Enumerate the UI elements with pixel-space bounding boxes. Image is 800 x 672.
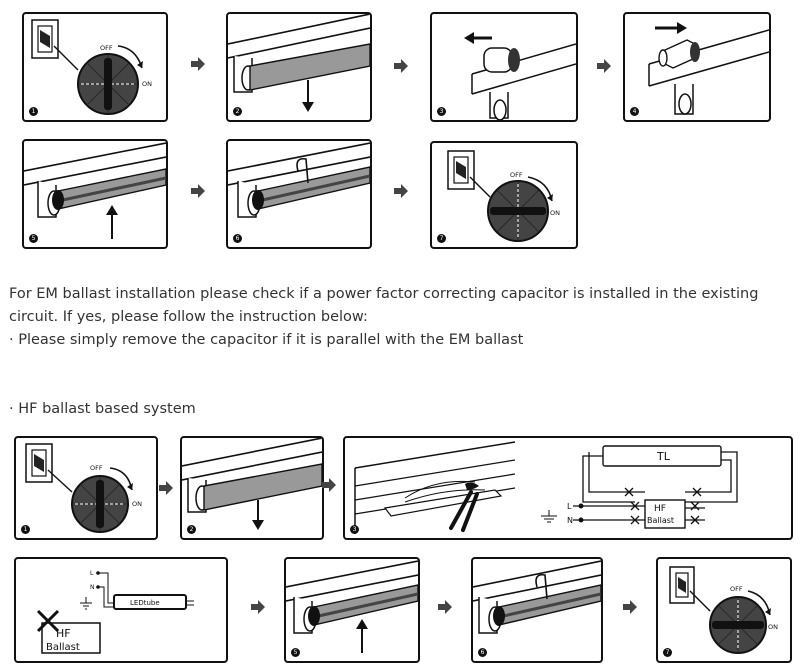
dial-off-label: OFF	[730, 585, 743, 593]
next-step-arrow-icon	[623, 600, 637, 614]
step-number: 5	[291, 648, 300, 657]
step-4-panel: 4	[623, 12, 771, 122]
insert-fuse-illustration	[648, 22, 769, 115]
step-5-panel: 5	[22, 139, 168, 249]
step-number: 5	[29, 234, 38, 243]
step-number: 6	[478, 648, 487, 657]
remove-starter-illustration	[464, 32, 576, 120]
hf-step-1-panel: OFF ON 1	[14, 436, 158, 540]
step-2-panel: 2	[226, 12, 372, 122]
ground-icon	[80, 597, 92, 610]
instruction-line-2: circuit. If yes, please follow the instr…	[9, 309, 368, 325]
hf-ballast-label-1: HF	[654, 504, 666, 514]
step-7-panel: OFF ON 7	[430, 141, 578, 249]
step-6-panel: 6	[226, 139, 372, 249]
step-number: 3	[350, 525, 359, 534]
neutral-label: N	[567, 516, 573, 525]
next-step-arrow-icon	[322, 478, 336, 492]
switch-off-illustration: OFF ON	[25, 443, 142, 533]
next-step-arrow-icon	[159, 481, 173, 495]
instruction-bullet-1: · Please simply remove the capacitor if …	[9, 332, 524, 348]
ground-icon	[541, 510, 557, 523]
hf-step-2-panel: 2	[180, 436, 324, 540]
step-number: 7	[663, 648, 672, 657]
rotate-tube-illustration	[228, 142, 370, 218]
dial-off-label: OFF	[90, 464, 103, 472]
led-wiring-illustration: L N LEDtube HF Ballast	[36, 570, 194, 654]
dial-off-label: OFF	[100, 44, 113, 52]
step-number: 7	[437, 234, 446, 243]
rotate-tube-illustration	[473, 560, 601, 634]
hf-step-6-panel: 6	[471, 557, 603, 663]
next-step-arrow-icon	[191, 57, 205, 71]
switch-on-illustration: OFF ON	[447, 150, 560, 242]
step-number: 1	[29, 107, 38, 116]
remove-tube-illustration	[182, 438, 322, 530]
next-step-arrow-icon	[251, 600, 265, 614]
step-number: 2	[187, 525, 196, 534]
step-3-panel: 3	[430, 12, 578, 122]
hf-ballast-label-2: Ballast	[647, 516, 674, 525]
step-1-panel: OFF ON 1	[22, 12, 168, 122]
hf-step-4-wiring-panel: L N LEDtube HF Ballast	[14, 557, 228, 663]
instruction-line-1: For EM ballast installation please check…	[9, 286, 759, 302]
next-step-arrow-icon	[394, 59, 408, 73]
dial-on-label: ON	[550, 209, 560, 217]
insert-led-tube-illustration	[286, 560, 418, 653]
step-number: 2	[233, 107, 242, 116]
line-label: L	[567, 502, 572, 511]
hf-step-7-panel: OFF ON 7	[656, 557, 792, 663]
next-step-arrow-icon	[597, 59, 611, 73]
dial-on-label: ON	[768, 623, 778, 631]
dial-off-label: OFF	[510, 171, 523, 179]
line-label: L	[90, 570, 94, 577]
led-tube-label: LEDtube	[130, 599, 160, 607]
hf-ballast-label-1: HF	[56, 627, 71, 640]
next-step-arrow-icon	[191, 184, 205, 198]
switch-on-illustration: OFF ON	[669, 566, 778, 654]
remove-tube-illustration	[228, 14, 370, 112]
section-heading-hf-ballast: · HF ballast based system	[9, 401, 196, 417]
next-step-arrow-icon	[394, 184, 408, 198]
step-number: 4	[630, 107, 639, 116]
step-number: 6	[233, 234, 242, 243]
tl-tube-label: TL	[656, 450, 671, 463]
hf-step-3-panel: TL HF Ballast L N 3	[343, 436, 793, 540]
cross-out-icon	[36, 609, 60, 633]
switch-off-illustration: OFF ON	[31, 19, 152, 115]
hf-step-5-panel: 5	[284, 557, 420, 663]
step-number: 1	[21, 525, 30, 534]
step-number: 3	[437, 107, 446, 116]
next-step-arrow-icon	[438, 600, 452, 614]
dial-on-label: ON	[142, 80, 152, 88]
hf-ballast-label-2: Ballast	[46, 642, 80, 653]
cut-marks	[624, 487, 702, 525]
dial-on-label: ON	[132, 500, 142, 508]
insert-led-tube-illustration	[24, 142, 166, 239]
neutral-label: N	[90, 584, 95, 591]
cut-wiring-illustration: TL HF Ballast L N	[354, 441, 738, 534]
